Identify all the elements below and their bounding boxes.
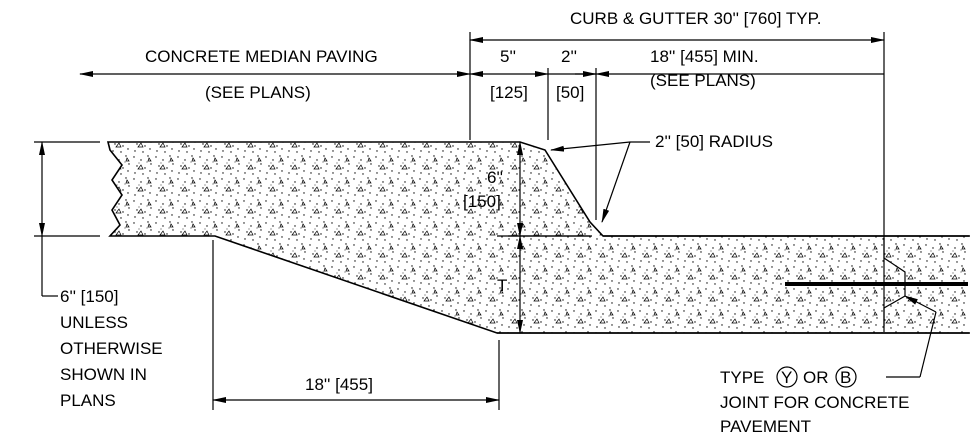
dim-50: [50] bbox=[556, 83, 584, 102]
left-note-line-1: 6'' [150] bbox=[60, 287, 118, 306]
dim-2in: 2'' bbox=[561, 47, 577, 66]
joint-label-line-3: PAVEMENT bbox=[720, 417, 811, 436]
median-curb-concrete bbox=[106, 141, 971, 334]
joint-label-line-2: JOINT FOR CONCRETE bbox=[720, 393, 910, 412]
left-note-line-2: UNLESS bbox=[60, 313, 128, 332]
joint-type-y-circle bbox=[776, 366, 798, 388]
joint-type-b-circle bbox=[835, 366, 857, 388]
joint-type-label: TYPE bbox=[720, 368, 764, 387]
see-plans-left: (SEE PLANS) bbox=[205, 83, 311, 102]
curb-gutter-label: CURB & GUTTER 30'' [760] TYP. bbox=[570, 9, 822, 28]
dim-18in-min: 18'' [455] MIN. bbox=[650, 47, 759, 66]
dim-125: [125] bbox=[490, 83, 528, 102]
joint-type-b: B bbox=[840, 368, 851, 387]
joint-type-y: Y bbox=[781, 368, 792, 387]
dim-5in: 5'' bbox=[500, 47, 516, 66]
see-plans-right: (SEE PLANS) bbox=[650, 71, 756, 90]
dim-18in-bottom: 18'' [455] bbox=[305, 375, 373, 394]
radius-label: 2'' [50] RADIUS bbox=[655, 132, 773, 151]
left-note-line-5: PLANS bbox=[60, 391, 116, 410]
joint-or-label: OR bbox=[803, 368, 829, 387]
left-note-line-4: SHOWN IN bbox=[60, 365, 147, 384]
thickness-label: T bbox=[497, 276, 507, 295]
dim-6in: 6'' bbox=[487, 168, 503, 187]
dim-150: [150] bbox=[463, 192, 501, 211]
left-note-line-3: OTHERWISE bbox=[60, 339, 163, 358]
concrete-median-label: CONCRETE MEDIAN PAVING bbox=[145, 47, 378, 66]
